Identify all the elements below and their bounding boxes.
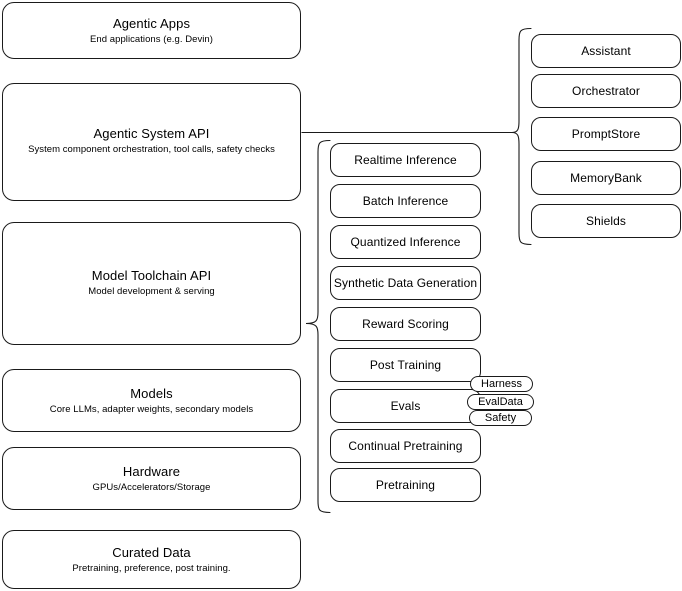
layer-agentic-apps-subtitle: End applications (e.g. Devin) <box>90 33 213 45</box>
layer-models[interactable]: Models Core LLMs, adapter weights, secon… <box>2 369 301 432</box>
capability-pretraining-label: Pretraining <box>375 477 436 492</box>
layer-hardware-labels: Hardware GPUs/Accelerators/Storage <box>93 464 211 494</box>
component-memorybank-label: MemoryBank <box>570 170 642 185</box>
badge-safety[interactable]: Safety <box>469 410 532 426</box>
component-assistant-label: Assistant <box>581 43 631 58</box>
layer-model-toolchain-api-subtitle: Model development & serving <box>88 286 215 297</box>
component-shields-label: Shields <box>585 213 627 228</box>
capability-quantized-inference-label: Quantized Inference <box>350 234 461 249</box>
component-orchestrator[interactable]: Orchestrator <box>531 74 681 108</box>
layer-models-labels: Models Core LLMs, adapter weights, secon… <box>50 386 253 416</box>
capability-post-training[interactable]: Post Training <box>330 348 481 382</box>
layer-agentic-system-api[interactable]: Agentic System API System component orch… <box>2 83 301 201</box>
layer-agentic-apps-title: Agentic Apps <box>112 15 191 31</box>
badge-evaldata[interactable]: EvalData <box>467 394 534 410</box>
layer-hardware[interactable]: Hardware GPUs/Accelerators/Storage <box>2 447 301 510</box>
capability-realtime-inference[interactable]: Realtime Inference <box>330 143 481 177</box>
component-memorybank[interactable]: MemoryBank <box>531 161 681 195</box>
capability-continual-pretraining[interactable]: Continual Pretraining <box>330 429 481 463</box>
capability-batch-inference-label: Batch Inference <box>362 193 449 208</box>
capability-realtime-inference-label: Realtime Inference <box>354 152 457 167</box>
component-promptstore-label: PromptStore <box>571 126 641 141</box>
layer-model-toolchain-api-title: Model Toolchain API <box>91 268 212 283</box>
layer-agentic-system-api-title: Agentic System API <box>93 126 210 141</box>
right-curly-brace <box>511 27 532 246</box>
component-orchestrator-label: Orchestrator <box>572 83 640 98</box>
layer-hardware-title: Hardware <box>122 463 181 479</box>
layer-curated-data-labels: Curated Data Pretraining, preference, po… <box>72 545 230 575</box>
capability-post-training-label: Post Training <box>369 357 442 372</box>
component-shields[interactable]: Shields <box>531 204 681 238</box>
capability-pretraining[interactable]: Pretraining <box>330 468 481 502</box>
layer-models-title: Models <box>130 385 173 401</box>
layer-model-toolchain-api-labels: Model Toolchain API Model development & … <box>3 268 300 298</box>
capability-reward-scoring-label: Reward Scoring <box>362 316 449 331</box>
layer-agentic-system-api-labels: Agentic System API System component orch… <box>3 126 300 156</box>
layer-model-toolchain-api[interactable]: Model Toolchain API Model development & … <box>2 222 301 345</box>
capability-evals-label: Evals <box>390 398 421 413</box>
left-curly-brace <box>305 139 331 514</box>
layer-curated-data-subtitle: Pretraining, preference, post training. <box>72 562 231 574</box>
capability-batch-inference[interactable]: Batch Inference <box>330 184 481 218</box>
badge-harness-label: Harness <box>481 377 522 390</box>
layer-models-subtitle: Core LLMs, adapter weights, secondary mo… <box>49 403 254 415</box>
component-assistant[interactable]: Assistant <box>531 34 681 68</box>
layer-agentic-apps[interactable]: Agentic Apps End applications (e.g. Devi… <box>2 2 301 59</box>
layer-curated-data[interactable]: Curated Data Pretraining, preference, po… <box>2 530 301 589</box>
layer-agentic-apps-labels: Agentic Apps End applications (e.g. Devi… <box>90 16 213 46</box>
badge-safety-label: Safety <box>484 411 517 424</box>
capability-quantized-inference[interactable]: Quantized Inference <box>330 225 481 259</box>
layer-curated-data-title: Curated Data <box>112 544 191 560</box>
badge-harness[interactable]: Harness <box>470 376 533 392</box>
capability-continual-pretraining-label: Continual Pretraining <box>348 438 463 453</box>
layer-agentic-system-api-subtitle: System component orchestration, tool cal… <box>28 144 275 155</box>
layer-hardware-subtitle: GPUs/Accelerators/Storage <box>92 481 211 493</box>
capability-reward-scoring[interactable]: Reward Scoring <box>330 307 481 341</box>
capability-synthetic-data-generation-label: Synthetic Data Generation <box>333 275 478 290</box>
badge-evaldata-label: EvalData <box>478 395 523 408</box>
component-promptstore[interactable]: PromptStore <box>531 117 681 151</box>
capability-synthetic-data-generation[interactable]: Synthetic Data Generation <box>330 266 481 300</box>
capability-evals[interactable]: Evals <box>330 389 481 423</box>
